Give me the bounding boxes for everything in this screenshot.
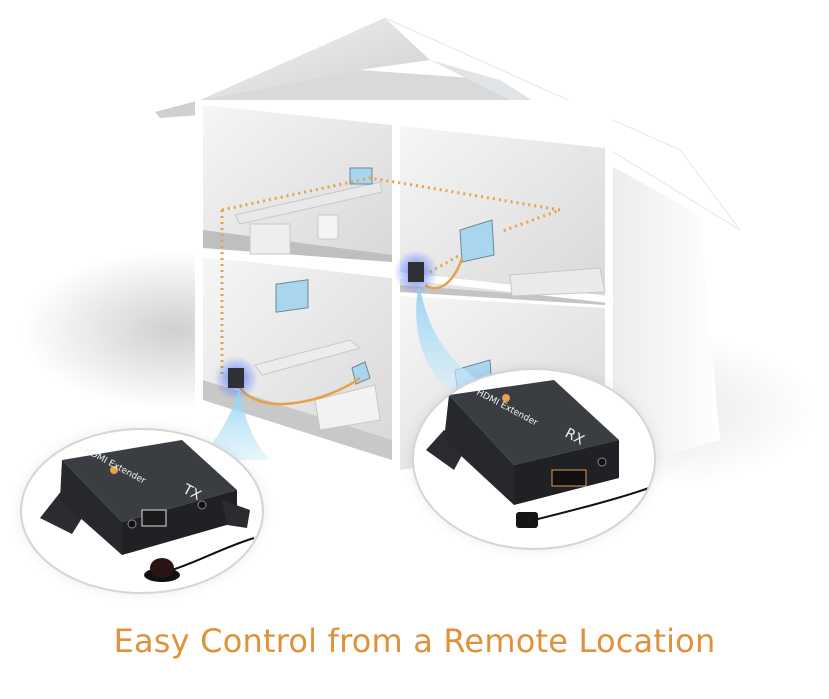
tx-device-front <box>122 490 237 555</box>
room-bedroom <box>400 126 605 300</box>
tx-wall-device <box>228 368 244 388</box>
room-office <box>203 105 392 262</box>
living-sofa <box>314 384 381 431</box>
rx-wall-device <box>408 262 424 282</box>
hdmi-out-port <box>551 469 587 487</box>
living-tv <box>275 279 309 313</box>
office-chair <box>317 214 339 240</box>
house-side-wall <box>610 165 720 470</box>
caption-heading: Easy Control from a Remote Location <box>113 622 716 660</box>
tx-inset: HDMI Extender TX <box>20 428 264 594</box>
roof <box>200 18 430 100</box>
rx-inset: HDMI Extender RX <box>412 368 656 550</box>
tx-beam <box>200 392 270 460</box>
office-monitor <box>349 167 373 185</box>
bedroom-bed <box>509 267 606 297</box>
ir-receiver-eye <box>150 558 174 578</box>
product-illustration: HDMI Extender TX HDMI Extender RX <box>20 17 820 594</box>
tx-device-svg: HDMI Extender TX <box>40 440 255 582</box>
rx-device-svg: HDMI Extender RX <box>426 380 650 528</box>
living-laptop <box>351 361 371 385</box>
ir-emitter <box>516 512 538 528</box>
cat6-port <box>141 509 167 527</box>
tx-device-top <box>62 440 237 522</box>
bedroom-tv <box>459 219 495 263</box>
rx-device-top <box>449 380 619 465</box>
rx-beam <box>416 288 500 400</box>
house-svg <box>155 17 741 470</box>
